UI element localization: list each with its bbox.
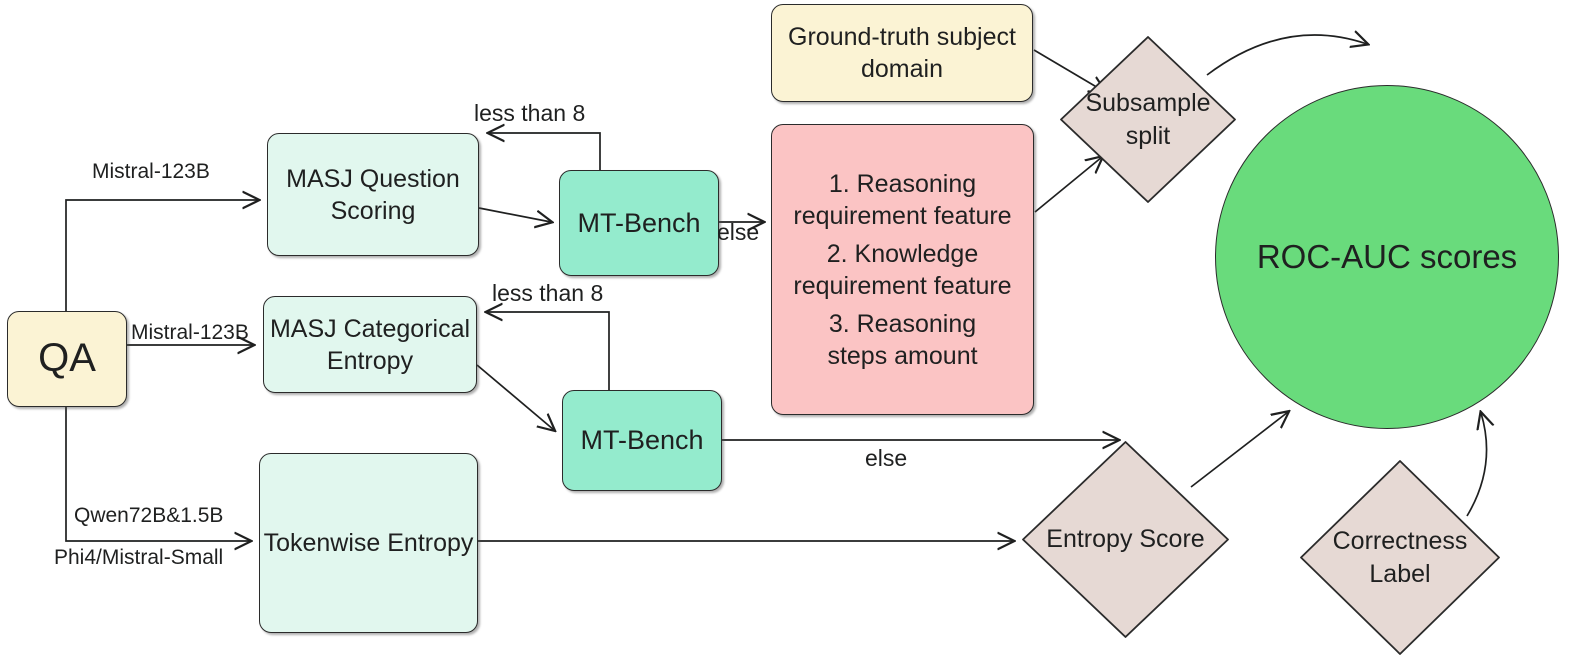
tokenwise-line-2: Entropy (387, 529, 474, 557)
node-qa[interactable]: QA (7, 311, 127, 407)
edge-mtbench-less-than-8-top (489, 133, 601, 170)
ground-truth-line-1: Ground-truth (788, 23, 930, 51)
tokenwise-line-1: Tokenwise (263, 529, 381, 557)
node-mt-bench-bottom-label: MT-Bench (580, 425, 704, 456)
masj-question-line-2: Scoring (330, 196, 416, 225)
node-tokenwise-entropy[interactable]: Tokenwise Entropy (259, 453, 478, 633)
masj-question-line-1: MASJ Question (286, 164, 460, 193)
edge-label-phi: Phi4/Mistral-Small (54, 546, 224, 569)
edge-masj-categorical-to-mtbench (476, 364, 554, 430)
node-feature-list[interactable]: 1. Reasoning requirement feature 2. Know… (771, 124, 1034, 415)
feature-1-line-1: 1. Reasoning (828, 169, 977, 198)
node-mt-bench-top[interactable]: MT-Bench (559, 170, 719, 276)
feature-item-3: 3. Reasoning steps amount (827, 308, 977, 372)
node-masj-categorical-entropy-label: MASJ Categorical Entropy (264, 313, 476, 377)
node-correctness-label[interactable]: Correctness Label (1297, 457, 1503, 658)
edge-label-less-than-8-top: less than 8 (474, 100, 586, 126)
edge-label-else-top: else (717, 219, 760, 245)
edge-label-less-than-8-bottom: less than 8 (492, 280, 604, 306)
feature-2-line-1: 2. Knowledge (826, 239, 979, 268)
node-mt-bench-top-label: MT-Bench (577, 207, 701, 238)
edge-label-qwen: Qwen72B&1.5B (74, 504, 224, 527)
node-ground-truth-label: Ground-truth subject domain (772, 21, 1032, 85)
node-masj-categorical-entropy[interactable]: MASJ Categorical Entropy (263, 296, 477, 393)
edge-mtbench-less-than-8-bottom (487, 312, 610, 390)
node-entropy-score[interactable]: Entropy Score (1019, 438, 1232, 641)
edge-masj-question-to-mtbench (478, 207, 551, 222)
node-ground-truth-subject-domain[interactable]: Ground-truth subject domain (771, 4, 1033, 102)
node-roc-auc-scores[interactable]: ROC-AUC scores (1215, 85, 1559, 429)
node-tokenwise-entropy-label: Tokenwise Entropy (264, 527, 474, 559)
node-subsample-split[interactable]: Subsample split (1057, 33, 1239, 206)
edge-label-mistral-mid: Mistral-123B (131, 321, 249, 344)
feature-1-line-2: requirement feature (793, 201, 1012, 230)
edge-qa-to-masj-question (65, 200, 258, 311)
edge-label-mistral-top: Mistral-123B (92, 160, 210, 183)
feature-item-2: 2. Knowledge requirement feature (793, 238, 1011, 302)
diamond-shape-subsample (1060, 36, 1236, 203)
ground-truth-line-2: subject domain (861, 23, 1016, 83)
feature-3-line-2: steps amount (827, 341, 978, 370)
diamond-shape-entropy-score (1022, 441, 1229, 638)
node-roc-auc-scores-label: ROC-AUC scores (1256, 237, 1518, 275)
edge-label-else-bottom: else (865, 445, 908, 471)
node-masj-question-scoring-label: MASJ Question Scoring (268, 163, 478, 227)
masj-categorical-line-1: MASJ Categorical (269, 314, 471, 343)
node-qa-label: QA (38, 336, 96, 381)
feature-2-line-2: requirement feature (793, 271, 1012, 300)
diamond-shape-correctness (1300, 460, 1500, 655)
node-mt-bench-bottom[interactable]: MT-Bench (562, 390, 722, 491)
masj-categorical-line-2: Entropy (326, 346, 414, 375)
feature-3-line-1: 3. Reasoning (828, 309, 977, 338)
feature-item-1: 1. Reasoning requirement feature (793, 168, 1011, 232)
node-masj-question-scoring[interactable]: MASJ Question Scoring (267, 133, 479, 256)
